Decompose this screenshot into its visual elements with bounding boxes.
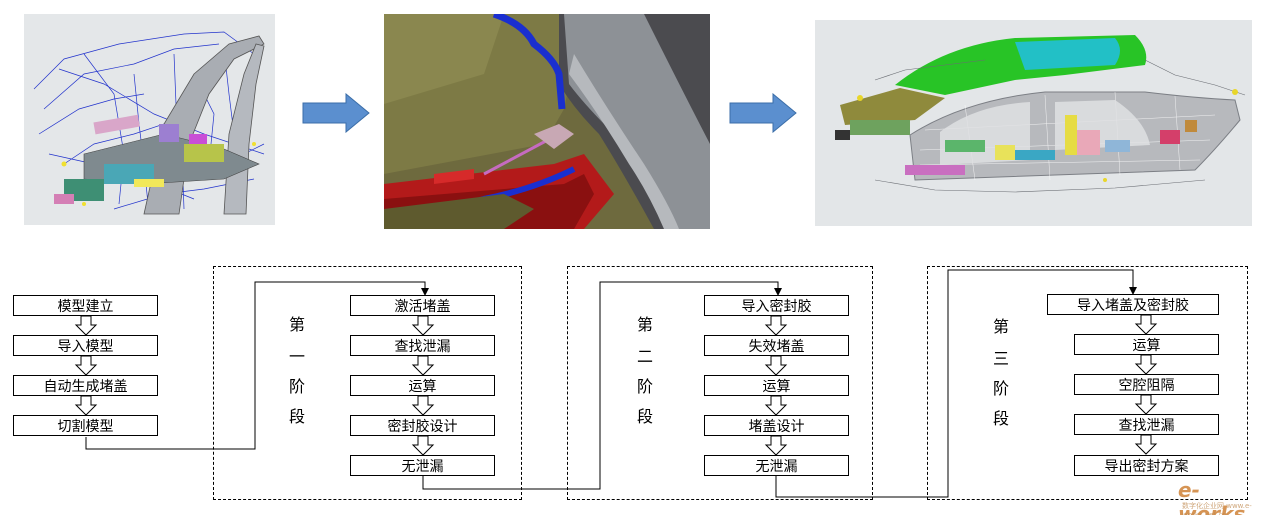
down-arrow-icon — [1134, 394, 1158, 415]
stage2-step: 失效堵盖 — [704, 335, 849, 356]
stage3-label-char: 阶 — [992, 379, 1009, 398]
stage1-step: 密封胶设计 — [350, 415, 495, 436]
stage1-label-char: 一 — [288, 347, 305, 366]
stage2-step: 无泄漏 — [704, 455, 849, 476]
down-arrow-icon — [411, 315, 435, 336]
stage2-step: 堵盖设计 — [704, 415, 849, 436]
stage1-label-char: 第 — [288, 315, 305, 334]
stage3-step: 查找泄漏 — [1074, 414, 1219, 435]
stage2-frame — [567, 266, 873, 500]
down-arrow-icon — [764, 315, 788, 336]
down-arrow-icon — [411, 355, 435, 376]
stage2-step: 导入密封胶 — [704, 295, 849, 316]
down-arrow-icon — [74, 395, 98, 416]
left-flow-step: 模型建立 — [13, 295, 158, 316]
stage2-label-char: 二 — [636, 347, 653, 366]
stage1-label-char: 阶 — [288, 377, 305, 396]
stage3-label-char: 三 — [992, 349, 1009, 368]
down-arrow-icon — [74, 355, 98, 376]
down-arrow-icon — [1134, 354, 1158, 375]
stage1-step: 查找泄漏 — [350, 335, 495, 356]
stage1-step: 激活堵盖 — [350, 295, 495, 316]
down-arrow-icon — [1134, 314, 1158, 335]
stage3-step: 空腔阻隔 — [1074, 374, 1219, 395]
stage2-label-char: 第 — [636, 315, 653, 334]
stage1-label-char: 段 — [288, 407, 305, 426]
down-arrow-icon — [411, 395, 435, 416]
stage3-label-char: 第 — [992, 317, 1009, 336]
stage1-step: 运算 — [350, 375, 495, 396]
right-arrow-icon — [302, 93, 370, 133]
down-arrow-icon — [764, 435, 788, 456]
down-arrow-icon — [74, 315, 98, 336]
stage3-step: 运算 — [1074, 334, 1219, 355]
stage1-step: 无泄漏 — [350, 455, 495, 476]
stage3-label-char: 段 — [992, 409, 1009, 428]
car-body-image — [815, 20, 1252, 226]
down-arrow-icon — [411, 435, 435, 456]
down-arrow-icon — [764, 395, 788, 416]
stage1-frame — [213, 266, 522, 500]
down-arrow-icon — [1134, 434, 1158, 455]
left-flow-step: 自动生成堵盖 — [13, 375, 158, 396]
watermark-brand: e-works — [1178, 478, 1246, 515]
down-arrow-icon — [764, 355, 788, 376]
stage2-label-char: 段 — [636, 407, 653, 426]
stage3-step: 导出密封方案 — [1074, 455, 1219, 476]
sealant-detail-image — [384, 14, 710, 229]
right-arrow-icon — [729, 93, 797, 133]
stage3-step: 导入堵盖及密封胶 — [1047, 294, 1219, 315]
stage2-step: 运算 — [704, 375, 849, 396]
left-flow-step: 导入模型 — [13, 335, 158, 356]
stage2-label-char: 阶 — [636, 377, 653, 396]
watermark-tagline: 数字化企业网 www.e-works.net.cn — [1182, 502, 1252, 515]
stage3-frame — [927, 266, 1248, 500]
model-image-pillar — [24, 14, 275, 225]
left-flow-step: 切割模型 — [13, 415, 158, 436]
